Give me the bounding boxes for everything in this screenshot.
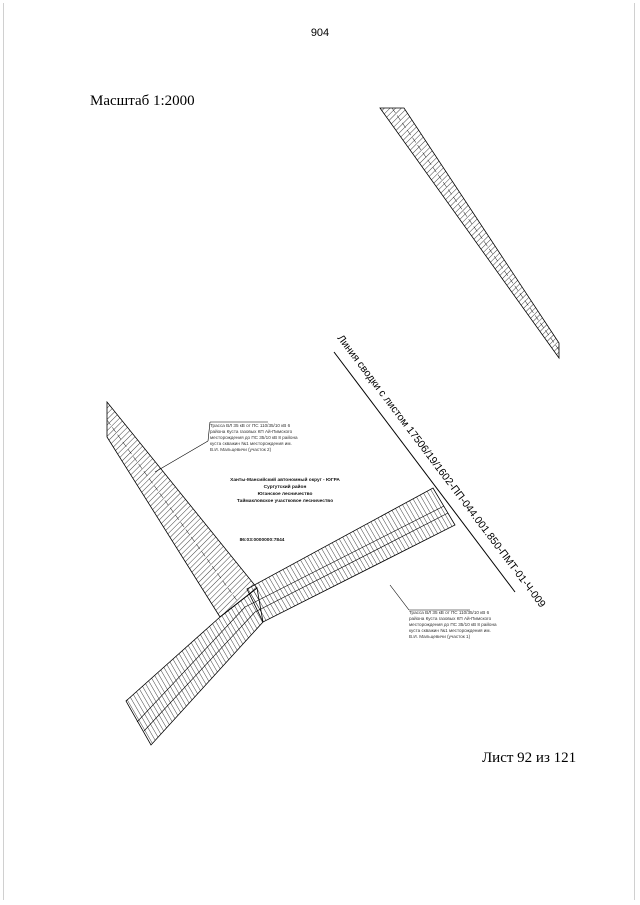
callout-top: Трасса ВЛ 35 кВ от ПС 110/35/10 кВ 6 рай… — [154, 421, 298, 473]
callout-bottom-line-0: Трасса ВЛ 35 кВ от ПС 110/35/10 кВ 6 — [409, 610, 490, 615]
top-right-corridor — [379, 107, 560, 360]
callout-top-line-3: куста скважин №1 месторождения им. — [210, 441, 292, 446]
district-block: Ханты-Мансийский автономный округ - ЮГРА… — [230, 476, 340, 504]
callout-bottom-line-4: В.И. Мальцевичи (участок 1) — [409, 634, 471, 639]
page-number: 904 — [310, 27, 330, 39]
callout-bottom-line-2: месторождения до ПС 35/10 кВ 8 района — [409, 621, 497, 627]
district-line-1: Сургутский район — [264, 483, 307, 490]
match-line — [333, 351, 516, 593]
callout-top-line-4: В.И. Мальцевичи (участок 2) — [210, 447, 272, 452]
page-border — [3, 3, 635, 900]
callout-top-line-1: района Куста газовых КП Ай-Пимского — [210, 428, 293, 434]
callout-top-line-2: месторождения до ПС 35/10 кВ 8 района — [210, 434, 298, 440]
main-corridor — [125, 487, 456, 746]
callout-bottom-line-1: района Куста газовых КП Ай-Пимского — [409, 615, 492, 621]
district-line-3: Таймакловское участковое лесничество — [237, 497, 333, 504]
callout-bottom: Трасса ВЛ 35 кВ от ПС 110/35/10 кВ 6 рай… — [389, 584, 497, 639]
cadastral-number: 86:03:0000000:7844 — [240, 537, 285, 543]
district-line-0: Ханты-Мансийский автономный округ - ЮГРА — [230, 476, 340, 483]
sheet-label: Лист 92 из 121 — [482, 750, 577, 766]
callout-bottom-line-3: куста скважин №1 месторождения им. — [409, 628, 491, 633]
scale-label: Масштаб 1:2000 — [90, 93, 195, 109]
callout-top-line-0: Трасса ВЛ 35 кВ от ПС 110/35/10 кВ 6 — [210, 423, 291, 428]
district-line-2: Юганское лесничество — [258, 491, 313, 497]
